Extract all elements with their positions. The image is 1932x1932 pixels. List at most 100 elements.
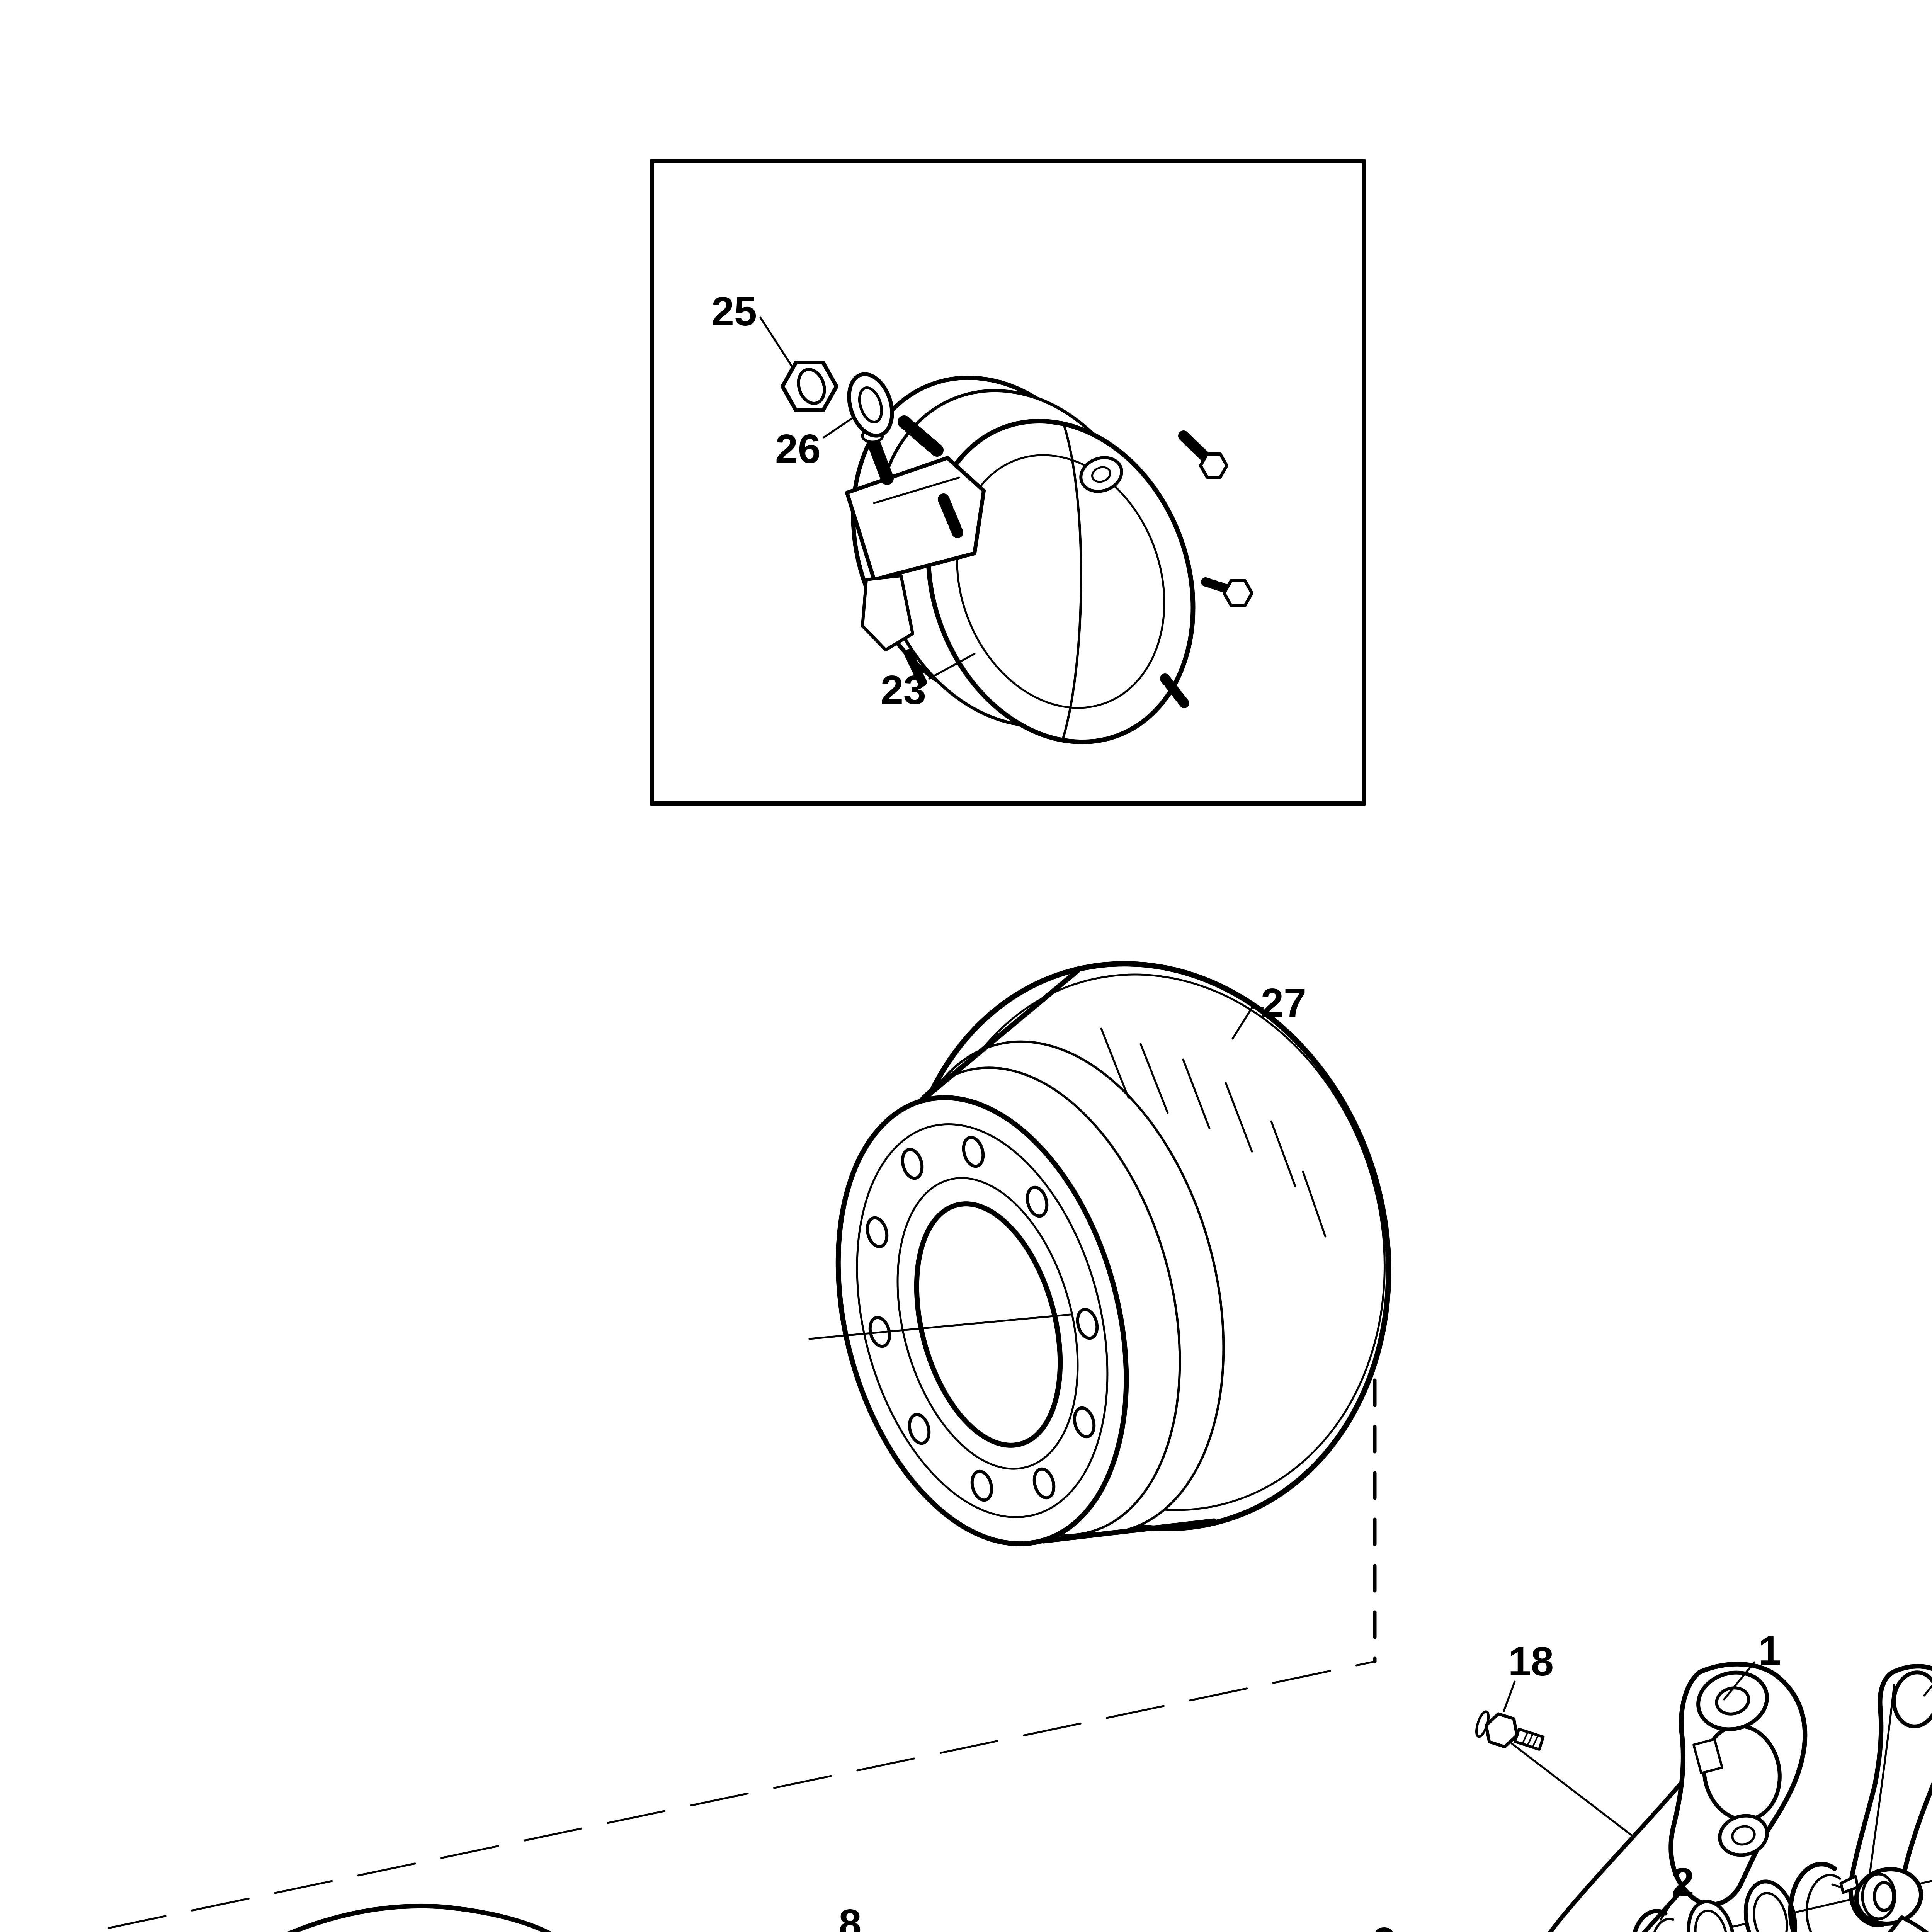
bolt-washer: [1475, 1710, 1490, 1738]
drum-surface-mark: [1225, 1082, 1253, 1153]
drum-front-flange-inner: [856, 1123, 1109, 1518]
drum-bolt-hole: [962, 1136, 985, 1168]
drum-bolt-hole: [908, 1413, 931, 1445]
drum-surface-mark: [1100, 1027, 1129, 1099]
lever-top-hole: [1892, 1670, 1932, 1728]
drum-surface-mark: [1302, 1170, 1327, 1238]
callout-23: 23: [881, 667, 926, 713]
drum-bottom-silhouette: [1041, 1518, 1217, 1544]
seal-cup-inner: [1753, 1892, 1788, 1932]
brake-chamber: [845, 376, 1253, 745]
clamp-bolt-upper-head: [1199, 452, 1228, 479]
bushing-2b-depth: [1653, 1918, 1674, 1932]
shoe-lining-top: [287, 1903, 552, 1932]
plane-top-edge: [85, 1660, 1376, 1932]
washer-outer: [847, 372, 894, 438]
inset-box-group: 25 26 23: [650, 159, 1366, 806]
drum-surface-mark: [1139, 1043, 1169, 1114]
top-brake-shoe-group: 9: [287, 1903, 552, 1932]
callout-27: 27: [1261, 980, 1306, 1026]
bolt-head: [1485, 1712, 1519, 1748]
bracket-mid-boss: [1718, 1814, 1769, 1857]
drum-bolt-hole: [970, 1469, 993, 1502]
chamber-bracket-group: 1 18: [1475, 1628, 1808, 1932]
drum-bolt-hole: [1026, 1185, 1049, 1218]
callout-2a: 2: [1373, 1919, 1396, 1932]
thrust-seal: [1788, 1862, 1837, 1932]
lever-lower-boss-hole: [1873, 1881, 1895, 1912]
lever-lower-boss: [1854, 1867, 1923, 1926]
callout-27-leader: [1231, 1007, 1264, 1040]
drum-bolt-hole: [1032, 1467, 1056, 1500]
chamber-port-boss: [1079, 456, 1123, 493]
thrust-seal-inner: [1805, 1874, 1841, 1932]
callout-1: 1: [1759, 1628, 1781, 1673]
callout-2b: 2: [1672, 1860, 1694, 1905]
mounting-bracket: [845, 456, 986, 582]
clamp-bolt-upper: [1178, 430, 1212, 463]
bolt-thread: [1522, 1731, 1529, 1745]
drum-bolt-hole: [1073, 1406, 1096, 1439]
bracket-mid-boss-hole: [1731, 1825, 1756, 1846]
seal-ring-3b: [1687, 1900, 1735, 1932]
callout-8: 8: [839, 1901, 862, 1932]
callout-26: 26: [775, 426, 821, 472]
bracket-stud-mid: [938, 493, 963, 538]
chamber-front-face: [926, 418, 1196, 745]
nut-hole: [797, 368, 826, 405]
callout-23-leader: [928, 653, 976, 680]
chamber-stud-lower: [1160, 673, 1190, 710]
nut-25: [781, 361, 838, 412]
mounting-bracket-leg: [861, 574, 914, 651]
callout-2b-leader: [1660, 1899, 1674, 1921]
bushing-2b: [1633, 1909, 1668, 1932]
drum-bolt-hole: [901, 1148, 924, 1180]
lever-spring-tab: [1839, 1875, 1859, 1894]
lever-spring-hook: [1831, 1883, 1842, 1888]
clamp-bolt-right-head: [1223, 579, 1253, 607]
chamber-face-divider: [1061, 422, 1082, 741]
bolt-thread: [1527, 1733, 1534, 1746]
drum-bolt-hole: [868, 1316, 891, 1348]
drum-surface-mark: [1182, 1058, 1211, 1129]
callout-18: 18: [1508, 1639, 1554, 1684]
bracket-stud-top: [866, 433, 894, 485]
callout-26-leader: [823, 415, 856, 439]
projection-plane-group: [85, 1660, 1376, 1932]
washer-26: [847, 372, 894, 438]
bracket-notch-rect: [1692, 1738, 1723, 1774]
bolt-18: [1475, 1710, 1545, 1751]
bracket-top-boss: [1696, 1670, 1769, 1731]
seal-cup: [1743, 1879, 1798, 1932]
callout-18-leader: [1503, 1680, 1516, 1712]
callout-3a: 3: [1307, 1929, 1330, 1932]
chamber-face-ring: [956, 454, 1165, 709]
callout-14-leader: [1923, 1684, 1932, 1697]
bracket-top-boss-hole: [1715, 1686, 1750, 1716]
chamber-port-hole: [1091, 466, 1111, 483]
bolt-shank: [1514, 1728, 1545, 1751]
drum-bolt-hole: [1076, 1308, 1099, 1340]
drum-top-silhouette: [920, 968, 1080, 1102]
bracket-notch: [1692, 1738, 1723, 1774]
drum-hub-ring: [896, 1177, 1079, 1470]
brake-drum-group: 27: [808, 961, 1391, 1663]
mounting-bracket-edge: [873, 476, 960, 504]
backing-plate-group: 7 8: [656, 1901, 862, 1932]
lever-foot: [1888, 1915, 1929, 1932]
callout-25: 25: [711, 289, 757, 334]
drum-surface-mark: [1270, 1120, 1296, 1187]
drum-bolt-hole: [866, 1216, 889, 1248]
inset-box-border: [650, 159, 1366, 806]
bolt-thread: [1532, 1735, 1539, 1748]
drum-axis-line: [808, 1313, 1071, 1340]
bushing-seal-stack-group: 3 2 2 3 19: [1307, 1860, 1841, 1932]
drum-center-hole: [914, 1201, 1063, 1448]
chamber-stud-shaft: [898, 415, 944, 457]
lever-arm-group: 14: [1831, 1664, 1932, 1932]
callout-1-leader: [1723, 1661, 1755, 1701]
bracket-stud-bottom: [904, 649, 927, 688]
callout-25-leader: [759, 316, 794, 369]
